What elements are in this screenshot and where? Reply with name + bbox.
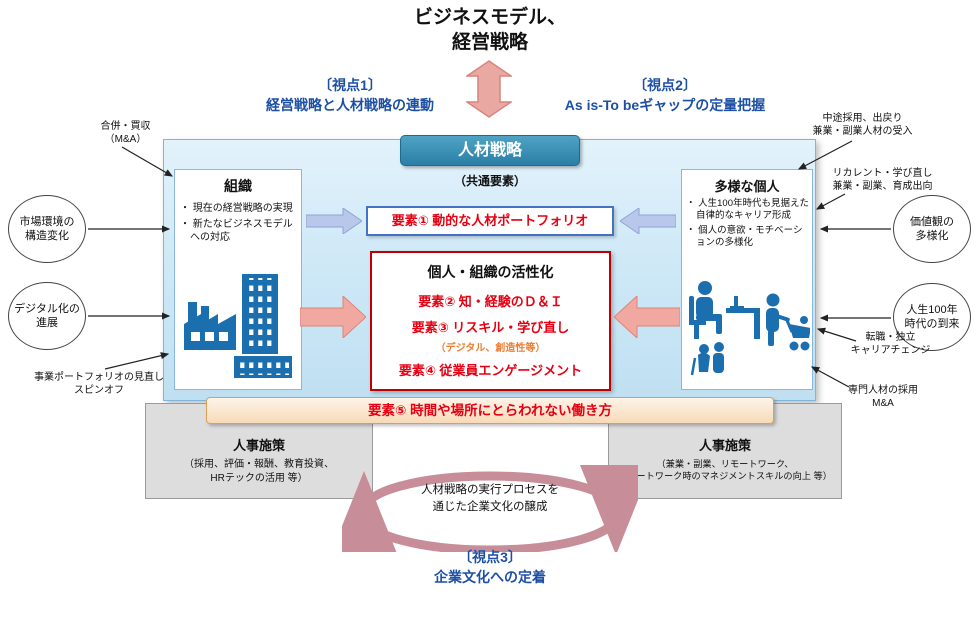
- factor3-note: （デジタル、創造性等）: [435, 343, 546, 354]
- viewpoint3: 〔視点3〕 企業文化への定着: [395, 547, 585, 588]
- diverse-people-icon: [689, 281, 810, 376]
- viewpoint2-text: As is-To beギャップの定量把握: [564, 96, 766, 113]
- annotation-specialist-hiring: 専門人材の採用 M&A: [848, 385, 918, 409]
- annotation-recurrent-learning: リカレント・学び直し 兼業・副業、育成出向: [832, 168, 933, 192]
- viewpoint2-label: 〔視点2〕: [633, 77, 697, 93]
- individuals-bullet: ・ 人生100年時代も見据えた自律的なキャリア形成: [686, 198, 809, 221]
- individuals-bullet: ・ 個人の意欲・モチベーションの多様化: [686, 224, 803, 248]
- arrow-left-icon: [614, 296, 680, 338]
- organization-bullet: ・ 現在の経営戦略の実現: [180, 203, 293, 214]
- viewpoint2: 〔視点2〕 As is-To beギャップの定量把握: [545, 76, 785, 115]
- organization-title: 組織: [224, 178, 252, 194]
- activation-title: 個人・組織の活性化: [427, 264, 554, 280]
- individuals-bullets: ・ 人生100年時代も見据えた自律的なキャリア形成 ・ 個人の意欲・モチベーショ…: [686, 198, 810, 252]
- organization-bullets: ・ 現在の経営戦略の実現 ・ 新たなビジネスモデルへの対応: [180, 202, 298, 247]
- viewpoint3-text: 企業文化への定着: [434, 569, 546, 586]
- factor2-label: 要素② 知・経験のＤ＆Ｉ: [418, 294, 563, 309]
- hr-measures-left-title: 人事施策: [232, 438, 285, 453]
- arrow-right-icon: [306, 208, 362, 234]
- factor5-banner: 要素⑤ 時間や場所にとらわれない働き方: [206, 397, 774, 424]
- activation-box: 個人・組織の活性化 要素② 知・経験のＤ＆Ｉ 要素③ リスキル・学び直し （デジ…: [370, 251, 611, 391]
- factor1-box: 要素① 動的な人材ポートフォリオ: [366, 206, 614, 236]
- strategy-header: 人材戦略: [400, 135, 580, 166]
- annotation-merger-ma: 合併・買収 （M&A）: [100, 121, 151, 145]
- external-factor-digital: デジタル化の 進展: [8, 282, 86, 350]
- common-elements-label: （共通要素）: [453, 174, 526, 188]
- hr-measures-right-detail: （兼業・副業、リモートワーク、 リモートワーク時のマネジメントスキルの向上 等）: [618, 459, 832, 482]
- viewpoint1: 〔視点1〕 経営戦略と人材戦略の連動: [235, 76, 465, 115]
- page-title: ビジネスモデル、 経営戦略: [413, 7, 566, 53]
- arrow-right-icon: [300, 296, 366, 338]
- buildings-icon: [184, 274, 292, 378]
- external-factor-100year: 人生100年 時代の到来: [893, 283, 971, 351]
- annotation-midcareer-hiring: 中途採用、出戻り 兼業・副業人材の受入: [812, 113, 913, 137]
- hr-measures-right-title: 人事施策: [698, 438, 751, 453]
- annotation-portfolio-spinoff: 事業ポートフォリオの見直し スピンオフ: [34, 372, 164, 396]
- annotation-career-change: 転職・独立 キャリアチェンジ: [850, 332, 931, 356]
- viewpoint1-text: 経営戦略と人材戦略の連動: [266, 96, 434, 113]
- culture-cycle-text: 人材戦略の実行プロセスを 通じた企業文化の醸成: [421, 484, 559, 513]
- individuals-title: 多様な個人: [714, 179, 780, 194]
- organization-bullet: ・ 新たなビジネスモデルへの対応: [180, 219, 293, 243]
- factor3-label: 要素③ リスキル・学び直し: [411, 320, 570, 335]
- organization-box: [174, 169, 302, 390]
- culture-cycle-icon: [342, 464, 638, 552]
- arrow-left-icon: [620, 208, 676, 234]
- viewpoint3-label: 〔視点3〕: [458, 549, 522, 565]
- external-factor-values: 価値観の 多様化: [893, 195, 971, 263]
- hr-measures-left-detail: （採用、評価・報酬、教育投資、 HRテックの活用 等）: [184, 459, 334, 484]
- viewpoint1-label: 〔視点1〕: [318, 77, 382, 93]
- updown-arrow-icon: [466, 60, 512, 118]
- factor4-label: 要素④ 従業員エンゲージメント: [398, 363, 583, 378]
- external-factor-market: 市場環境の 構造変化: [8, 195, 86, 263]
